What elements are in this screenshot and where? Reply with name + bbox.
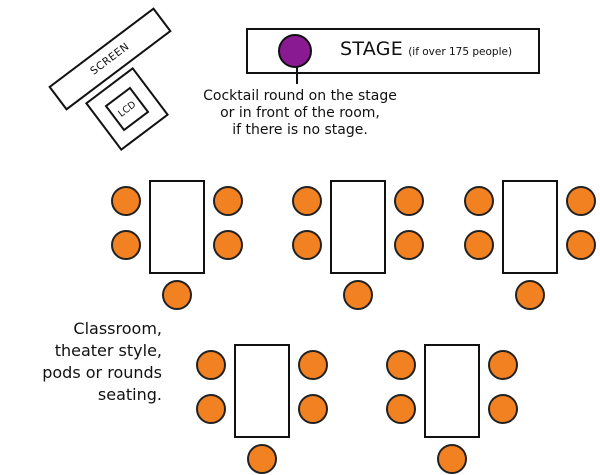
seating-style-note: Classroom, theater style, pods or rounds… — [26, 318, 162, 406]
rectangular-table — [502, 180, 558, 274]
rectangular-table — [330, 180, 386, 274]
chair — [437, 444, 467, 474]
chair — [464, 186, 494, 216]
chair — [343, 280, 373, 310]
chair — [386, 394, 416, 424]
cocktail-note-line: if there is no stage. — [232, 122, 368, 138]
rectangular-table — [149, 180, 205, 274]
stage-label: STAGE (if over 175 people) — [340, 38, 512, 60]
lcd-label: LCD — [116, 98, 138, 120]
chair — [394, 230, 424, 260]
chair — [298, 350, 328, 380]
lcd-projector-inner: LCD — [104, 86, 150, 132]
seating-note-line: Classroom, — [73, 319, 162, 338]
seating-note-line: theater style, — [54, 341, 162, 360]
chair — [196, 350, 226, 380]
chair — [292, 186, 322, 216]
chair — [488, 350, 518, 380]
cocktail-round-pointer — [296, 62, 298, 84]
stage-title: STAGE — [340, 38, 404, 60]
chair — [464, 230, 494, 260]
rectangular-table — [234, 344, 290, 438]
chair — [566, 230, 596, 260]
chair — [394, 186, 424, 216]
cocktail-round-table — [278, 34, 312, 68]
rectangular-table — [424, 344, 480, 438]
chair — [566, 186, 596, 216]
chair — [292, 230, 322, 260]
cocktail-round-note: Cocktail round on the stage or in front … — [180, 88, 420, 139]
chair — [111, 186, 141, 216]
cocktail-note-line: or in front of the room, — [220, 105, 380, 121]
seating-note-line: seating. — [97, 385, 162, 404]
cocktail-note-line: Cocktail round on the stage — [203, 88, 397, 104]
chair — [386, 350, 416, 380]
chair — [298, 394, 328, 424]
chair — [162, 280, 192, 310]
chair — [196, 394, 226, 424]
seating-note-line: pods or rounds — [42, 363, 162, 382]
chair — [247, 444, 277, 474]
chair — [515, 280, 545, 310]
chair — [488, 394, 518, 424]
chair — [111, 230, 141, 260]
chair — [213, 186, 243, 216]
stage-condition-note: (if over 175 people) — [408, 46, 513, 58]
chair — [213, 230, 243, 260]
